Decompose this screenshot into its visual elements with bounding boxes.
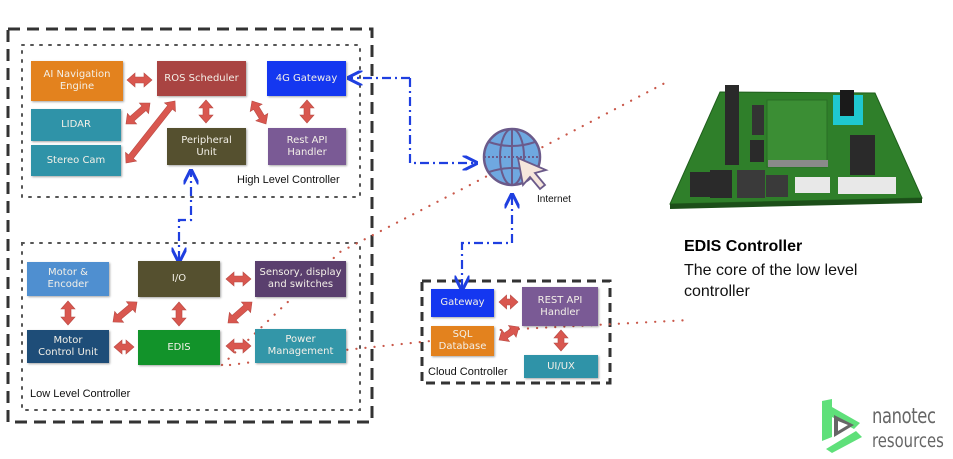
ai-navigation-engine-block: AI Navigation Engine [31, 61, 123, 101]
pcb-board-image [669, 85, 923, 209]
edis-controller-title: EDIS Controller [684, 238, 803, 255]
callout-line-upper [220, 81, 667, 367]
network-links [179, 78, 512, 288]
high-level-controller-label: High Level Controller [237, 174, 340, 186]
connection-arrows [60, 72, 569, 355]
globe-cursor-icon [482, 127, 549, 191]
double-arrow-lidar-ros [125, 102, 151, 125]
double-arrow-4g-restapi [299, 99, 315, 124]
sensory-display-switches-block: Sensory, display and switches [255, 261, 346, 297]
double-arrow-edis-power [225, 338, 252, 354]
nanotec-logo-icon [822, 399, 862, 453]
edis-block: EDIS [138, 330, 220, 365]
edis-controller-description: The core of the low level controller [684, 262, 858, 300]
logo-text-nanotec: nanotec [872, 404, 936, 428]
double-arrow-stereo-ros [125, 100, 176, 164]
double-arrow-ros-restapi [249, 100, 269, 125]
callout-line-lower [228, 318, 692, 367]
double-arrow-sql-restapi [498, 325, 520, 342]
double-arrow-mcu-io [112, 301, 138, 323]
double-arrow-ros-peripheral [198, 99, 214, 124]
double-arrow-ai-ros [126, 72, 153, 88]
internet-label: Internet [537, 194, 571, 205]
low-level-controller-label: Low Level Controller [30, 388, 131, 400]
io-block: I/O [138, 261, 220, 297]
motor-control-unit-block: Motor Control Unit [27, 330, 109, 363]
link-internet-gateway [462, 196, 512, 288]
callout-lines [220, 81, 692, 367]
link-peripheral-io [179, 172, 191, 260]
motor-encoder-block: Motor & Encoder [27, 262, 109, 296]
rest-api-handler-block: Rest API Handler [268, 128, 346, 165]
double-arrow-io-edis [171, 301, 187, 327]
4g-gateway-block: 4G Gateway [267, 61, 346, 96]
double-arrow-encoder-mcu [60, 300, 76, 326]
link-4g-internet [408, 78, 475, 163]
power-management-block: Power Management [255, 329, 346, 363]
cloud-rest-api-handler-block: REST API Handler [522, 287, 598, 326]
lidar-block: LIDAR [31, 109, 121, 141]
double-arrow-io-sensory [225, 271, 252, 287]
double-arrow-gateway-restapi [498, 294, 519, 310]
cloud-controller-label: Cloud Controller [428, 366, 508, 378]
low-level-frame [21, 242, 361, 411]
logo-text-resources: resources [872, 430, 944, 452]
double-arrow-restapi-uiux [553, 329, 569, 352]
double-arrow-edis-sensory [227, 301, 253, 324]
double-arrow-mcu-edis [113, 339, 135, 355]
robot-frame [6, 27, 374, 424]
sql-database-block: SQL Database [431, 326, 494, 356]
ros-scheduler-block: ROS Scheduler [157, 61, 246, 96]
cloud-gateway-block: Gateway [431, 289, 494, 317]
ui-ux-block: UI/UX [524, 355, 598, 378]
peripheral-unit-block: Peripheral Unit [167, 128, 246, 165]
stereo-cam-block: Stereo Cam [31, 145, 121, 176]
